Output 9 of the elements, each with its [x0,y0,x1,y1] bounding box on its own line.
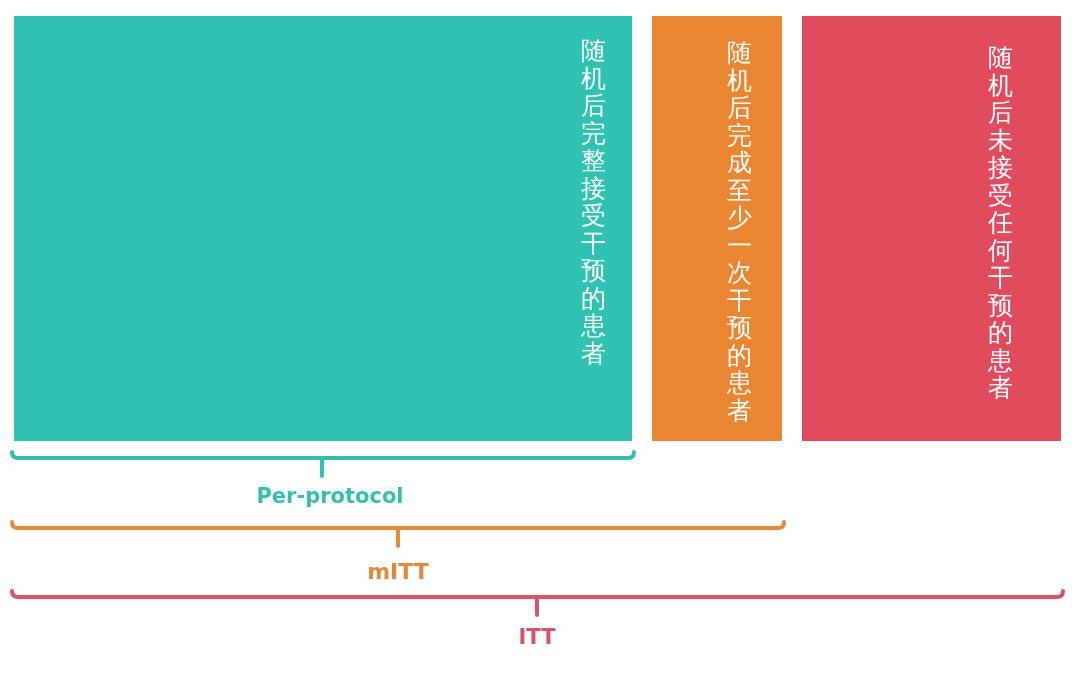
bracket-label: mITT [367,559,429,584]
bracket-label: Per-protocol [256,484,404,508]
vertical-label: 随机后完整接受干预的患者 [581,37,606,367]
vertical-label: 随机后未接受任何干预的患者 [988,44,1013,402]
group-block [652,16,782,441]
vertical-label: 随机后完成至少一次干预的患者 [727,39,752,424]
bracket-label: ITT [518,625,556,649]
group-block [14,16,632,441]
group-block [802,16,1061,441]
